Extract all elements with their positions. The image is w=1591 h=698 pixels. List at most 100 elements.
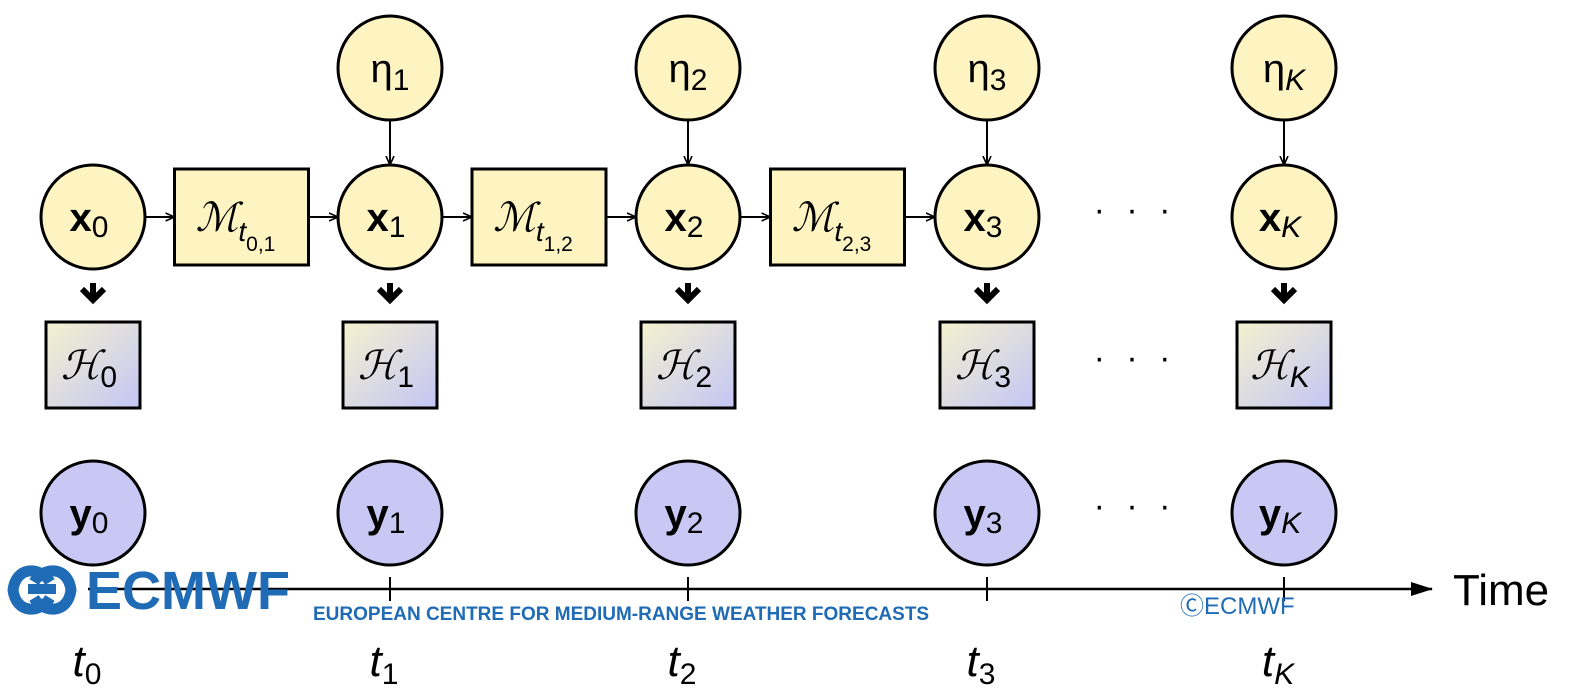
- obs-node-4: [1230, 459, 1338, 567]
- copyright-notice: ⒸECMWF: [1180, 593, 1295, 620]
- ellipsis-0: · · ·: [1094, 191, 1177, 229]
- svg-text:x3: x3: [964, 196, 1003, 244]
- obs-operator-box-0: [44, 320, 142, 410]
- svg-text:ℋK: ℋK: [1250, 343, 1312, 394]
- obs-map-arrow: [376, 283, 404, 305]
- ecmwf-emblem-icon: [7, 565, 77, 615]
- ecmwf-logo: ECMWF EUROPEAN CENTRE FOR MEDIUM-RANGE WE…: [7, 561, 1295, 625]
- eta-symbol: η: [371, 47, 393, 91]
- time-axis: Time t0 t1 t2 t3 tK: [73, 566, 1550, 691]
- svg-text:y0: y0: [70, 492, 109, 540]
- time-tick-label-3: t3: [967, 637, 996, 691]
- svg-text:ℳt2,3: ℳt2,3: [792, 195, 872, 256]
- svg-text:y2: y2: [665, 492, 704, 540]
- obs-operator-box-4: [1235, 320, 1333, 410]
- state-symbol: x: [367, 196, 389, 240]
- obs-map-arrow: [973, 283, 1001, 305]
- eta-symbol: η: [669, 47, 691, 91]
- obs-op-symbol: ℋ: [358, 343, 403, 389]
- time-tick-label-0: t0: [73, 637, 102, 691]
- ecmwf-tagline: EUROPEAN CENTRE FOR MEDIUM-RANGE WEATHER…: [313, 604, 929, 625]
- subscript: t: [238, 216, 247, 247]
- obs-symbol: y: [70, 492, 93, 536]
- subscript: 3: [994, 361, 1011, 394]
- time-axis-label: Time: [1453, 566, 1549, 615]
- obs-operator-box-2: [639, 320, 737, 410]
- time-tick-label-1: t1: [370, 637, 399, 691]
- time-tick-label-4: tK: [1262, 637, 1296, 691]
- subscript: 2: [687, 211, 704, 244]
- state-node-1: [336, 163, 444, 271]
- svg-text:x1: x1: [367, 196, 406, 244]
- state-symbol: x: [1259, 196, 1281, 240]
- noise-node-3: [933, 14, 1041, 122]
- obs-node-2: [634, 459, 742, 567]
- state-symbol: x: [964, 196, 986, 240]
- obs-operator-box-1: [341, 320, 439, 410]
- state-symbol: x: [70, 196, 92, 240]
- ellipsis-2: · · ·: [1094, 487, 1177, 525]
- obs-symbol: y: [1259, 492, 1282, 536]
- subscript: 1: [389, 211, 406, 244]
- obs-node-3: [933, 459, 1041, 567]
- svg-text:ℳt1,2: ℳt1,2: [493, 195, 573, 256]
- model-symbol: ℳ: [493, 195, 541, 241]
- model-operator-box-0: [173, 167, 310, 267]
- svg-text:ηK: ηK: [1263, 47, 1307, 97]
- eta-symbol: η: [1263, 47, 1285, 91]
- obs-map-arrow: [1270, 283, 1298, 305]
- sub-subscript: 0,1: [246, 233, 275, 256]
- svg-text:ℳt0,1: ℳt0,1: [196, 195, 276, 256]
- obs-symbol: y: [367, 492, 390, 536]
- obs-symbol: y: [964, 492, 987, 536]
- state-node-4: [1230, 163, 1338, 271]
- svg-text:ℋ2: ℋ2: [656, 343, 712, 394]
- obs-map-arrow: [674, 283, 702, 305]
- model-symbol: ℳ: [196, 195, 244, 241]
- edges-layer: [79, 120, 1298, 305]
- subscript: 0: [92, 507, 109, 540]
- obs-op-symbol: ℋ: [955, 343, 1000, 389]
- subscript: 0: [92, 211, 109, 244]
- obs-node-1: [336, 459, 444, 567]
- svg-text:x0: x0: [70, 196, 109, 244]
- svg-text:η3: η3: [968, 47, 1007, 97]
- ecmwf-logo-text: ECMWF: [86, 561, 290, 621]
- obs-op-symbol: ℋ: [61, 343, 106, 389]
- obs-operator-box-3: [938, 320, 1036, 410]
- time-tick-label-2: t2: [668, 637, 697, 691]
- svg-text:x2: x2: [665, 196, 704, 244]
- subscript: K: [1285, 64, 1307, 97]
- svg-text:yK: yK: [1259, 492, 1303, 540]
- obs-node-0: [39, 459, 147, 567]
- state-symbol: x: [665, 196, 687, 240]
- subscript: K: [1281, 211, 1303, 244]
- model-operator-box-1: [470, 167, 608, 267]
- obs-op-symbol: ℋ: [656, 343, 701, 389]
- subscript: 2: [687, 507, 704, 540]
- subscript: 2: [695, 361, 712, 394]
- model-symbol: ℳ: [792, 195, 840, 241]
- state-node-3: [933, 163, 1041, 271]
- svg-text:ℋ1: ℋ1: [358, 343, 414, 394]
- state-node-2: [634, 163, 742, 271]
- obs-symbol: y: [665, 492, 688, 536]
- subscript: K: [1290, 361, 1312, 394]
- eta-symbol: η: [968, 47, 990, 91]
- sub-subscript: 1,2: [544, 233, 573, 256]
- subscript: 1: [393, 64, 410, 97]
- subscript: t: [536, 216, 545, 247]
- svg-text:η2: η2: [669, 47, 708, 97]
- subscript: t: [834, 216, 843, 247]
- noise-node-1: [336, 14, 444, 122]
- subscript: K: [1281, 507, 1303, 540]
- noise-node-2: [634, 14, 742, 122]
- svg-text:ℋ0: ℋ0: [61, 343, 117, 394]
- subscript: 3: [990, 64, 1007, 97]
- obs-op-symbol: ℋ: [1250, 343, 1295, 389]
- noise-node-4: [1230, 14, 1338, 122]
- obs-map-arrow: [79, 283, 107, 305]
- subscript: 2: [691, 64, 708, 97]
